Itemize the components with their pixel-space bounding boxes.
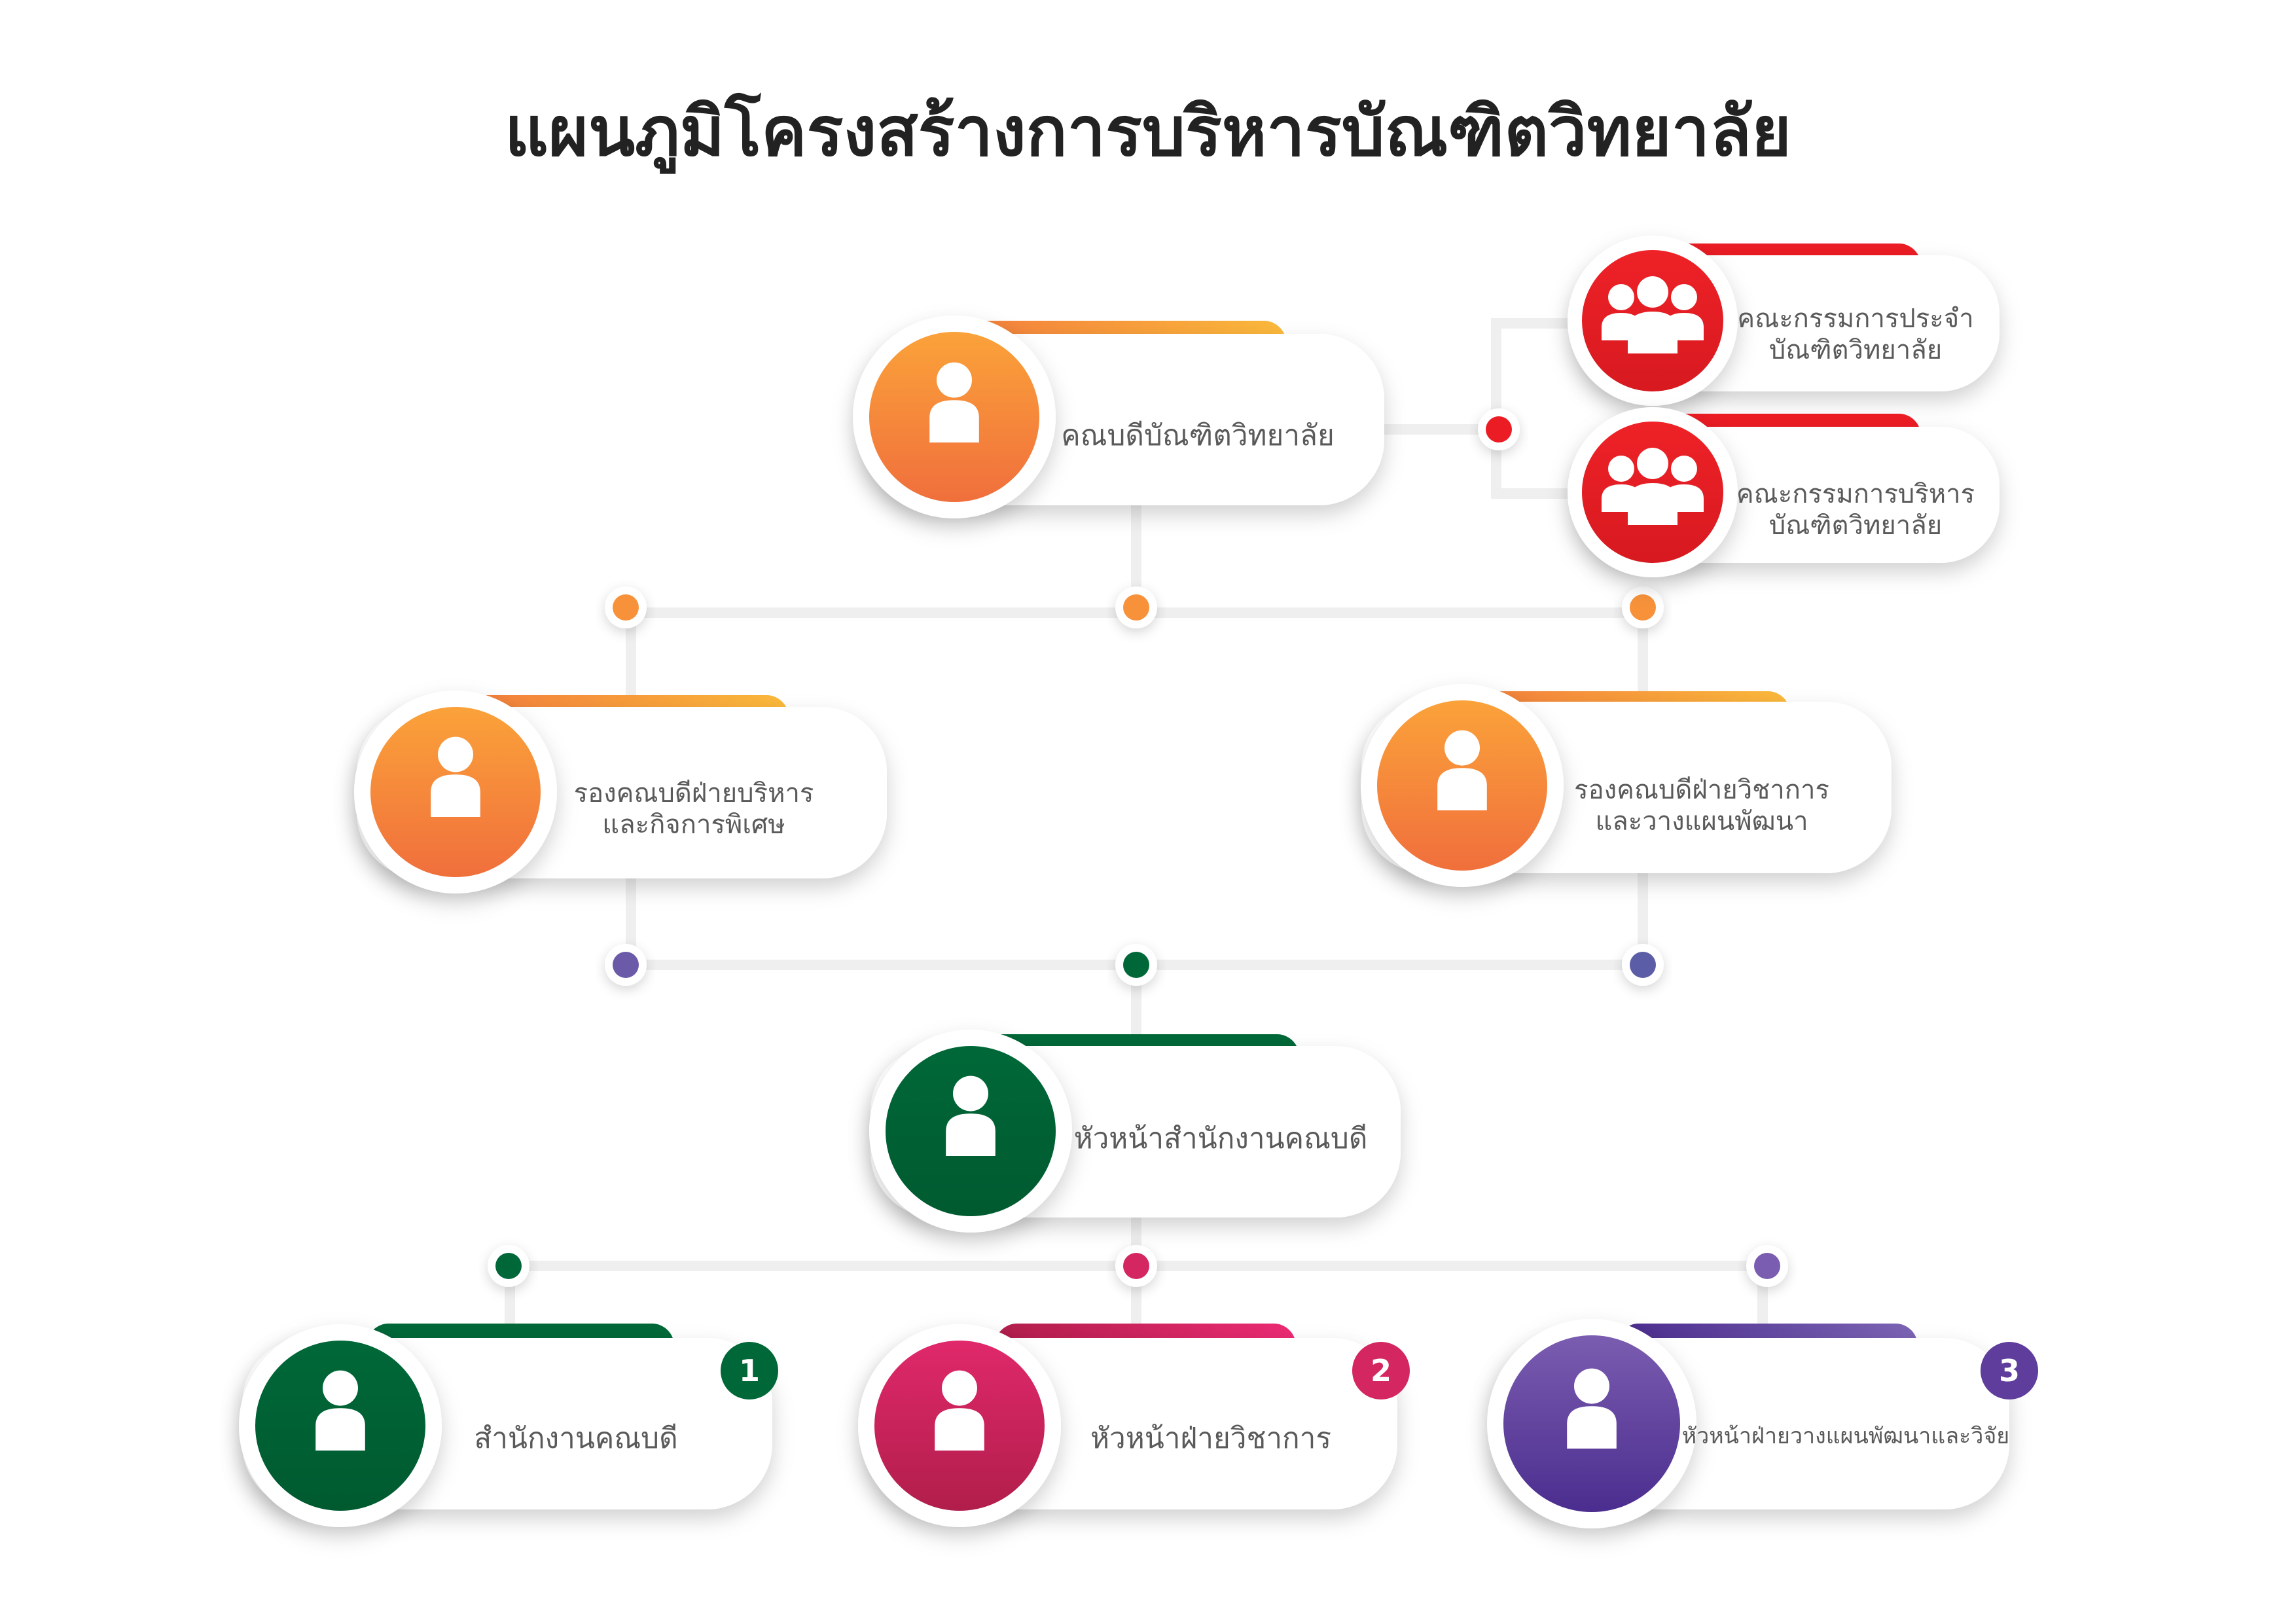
connector-dot bbox=[1746, 1245, 1788, 1287]
number-badge bbox=[1352, 1342, 1410, 1399]
connector-dot bbox=[605, 944, 647, 986]
connector-dot bbox=[488, 1245, 529, 1287]
connector-dot bbox=[1115, 944, 1157, 986]
node-head-planning: หัวหน้าฝ่ายวางแผนพัฒนาและวิจัย 3 bbox=[1487, 1319, 2038, 1528]
connector-dot bbox=[1115, 586, 1157, 628]
node-label: หัวหน้าฝ่ายวิชาการ bbox=[1090, 1422, 1331, 1455]
node-head-academic: หัวหน้าฝ่ายวิชาการ 2 bbox=[858, 1324, 1410, 1527]
connector-dots bbox=[488, 408, 1788, 1287]
node-office: สำนักงานคณบดี 1 bbox=[239, 1324, 778, 1527]
connector-dot bbox=[1478, 408, 1520, 450]
node-label-line2: และกิจการพิเศษ bbox=[602, 810, 785, 840]
node-label-line2: และวางแผนพัฒนา bbox=[1595, 806, 1808, 837]
node-vice-dean-academic: รองคณบดีฝ่ายวิชาการ และวางแผนพัฒนา bbox=[1361, 684, 1892, 887]
node-committee-standing: คณะกรรมการประจำ บัณฑิตวิทยาลัย bbox=[1568, 236, 2000, 406]
node-label: หัวหน้าสำนักงานคณบดี bbox=[1074, 1122, 1368, 1155]
node-label-line1: รองคณบดีฝ่ายบริหาร bbox=[574, 778, 814, 808]
connector-dot bbox=[1622, 586, 1664, 628]
node-head-office: หัวหน้าสำนักงานคณบดี bbox=[869, 1030, 1401, 1233]
node-committee-admin: คณะกรรมการบริหาร บัณฑิตวิทยาลัย bbox=[1568, 407, 2000, 577]
node-label: หัวหน้าฝ่ายวางแผนพัฒนาและวิจัย bbox=[1682, 1423, 2009, 1449]
node-label-line1: รองคณบดีฝ่ายวิชาการ bbox=[1574, 775, 1829, 805]
number-badge-text: 2 bbox=[1371, 1353, 1391, 1388]
connector-dot bbox=[605, 586, 647, 628]
node-dean: คณบดีบัณฑิตวิทยาลัย bbox=[853, 316, 1384, 518]
number-badge-text: 3 bbox=[1999, 1353, 2020, 1388]
node-label: สำนักงานคณบดี bbox=[474, 1422, 677, 1455]
number-badge-text: 1 bbox=[739, 1353, 760, 1388]
node-label: คณบดีบัณฑิตวิทยาลัย bbox=[1061, 419, 1335, 452]
number-badge bbox=[721, 1342, 778, 1399]
node-label-line2: บัณฑิตวิทยาลัย bbox=[1769, 511, 1942, 541]
diagram-title: แผนภูมิโครงสร้างการบริหารบัณฑิตวิทยาลัย bbox=[505, 92, 1791, 171]
number-badge bbox=[1981, 1342, 2038, 1399]
node-label-line1: คณะกรรมการประจำ bbox=[1737, 304, 1973, 334]
node-vice-dean-admin: รองคณบดีฝ่ายบริหาร และกิจการพิเศษ bbox=[354, 691, 887, 893]
node-label-line2: บัณฑิตวิทยาลัย bbox=[1769, 335, 1942, 365]
connector-dot bbox=[1115, 1245, 1157, 1287]
node-label-line1: คณะกรรมการบริหาร bbox=[1736, 479, 1975, 509]
connector-dot bbox=[1622, 944, 1664, 986]
